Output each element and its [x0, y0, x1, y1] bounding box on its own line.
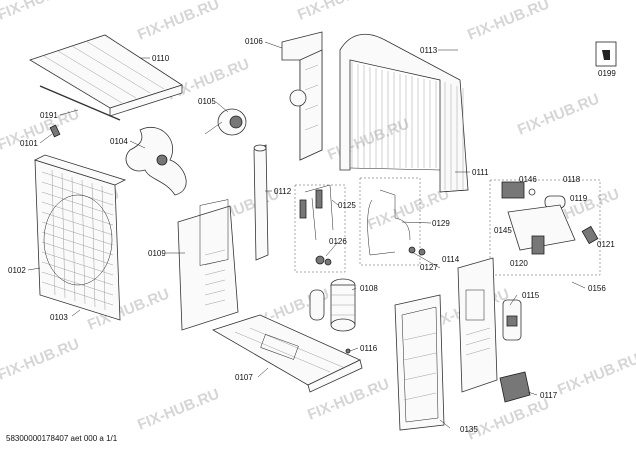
watermark: FIX-HUB.RU — [325, 115, 412, 163]
watermark: FIX-HUB.RU — [135, 0, 222, 44]
label-0115: 0115 — [522, 291, 540, 300]
label-0108: 0108 — [360, 284, 378, 293]
part-condenser-coil — [339, 33, 469, 193]
watermark: FIX-HUB.RU — [465, 0, 552, 44]
label-0126: 0126 — [329, 237, 347, 246]
part-motor-bracket — [281, 31, 323, 161]
label-0111: 0111 — [472, 168, 489, 177]
part-top-cover — [29, 34, 183, 117]
label-0125: 0125 — [338, 201, 356, 210]
label-0110: 0110 — [152, 54, 170, 63]
label-0118: 0118 — [563, 175, 581, 184]
label-0104: 0104 — [110, 137, 128, 146]
part-clip — [49, 124, 61, 138]
part-fan-blade — [125, 127, 187, 196]
part-pipe-group — [359, 177, 426, 266]
watermark: FIX-HUB.RU — [295, 0, 382, 24]
part-side-panel — [457, 257, 498, 393]
label-0103: 0103 — [50, 313, 68, 322]
label-0101: 0101 — [20, 139, 38, 148]
part-front-cover — [394, 294, 445, 431]
document-footer: 58300000178407 aet 000 a 1/1 — [6, 434, 118, 443]
label-0113: 0113 — [420, 46, 438, 55]
label-0102: 0102 — [8, 266, 26, 275]
part-pipe — [253, 144, 269, 261]
label-0156: 0156 — [588, 284, 606, 293]
watermark: FIX-HUB.RU — [0, 335, 82, 383]
label-0191: 0191 — [40, 111, 58, 120]
label-0107: 0107 — [235, 373, 253, 382]
label-0119: 0119 — [570, 194, 588, 203]
label-0109: 0109 — [148, 249, 166, 258]
label-0127: 0127 — [420, 263, 438, 272]
part-fan-motor — [204, 108, 247, 136]
label-0135: 0135 — [460, 425, 478, 434]
label-0105: 0105 — [198, 97, 216, 106]
part-electrical-group — [489, 179, 601, 276]
label-0114: 0114 — [442, 255, 460, 264]
part-compressor — [309, 278, 356, 332]
label-0112: 0112 — [274, 187, 292, 196]
label-0146: 0146 — [519, 175, 537, 184]
part-front-panel — [33, 154, 127, 321]
leader-lines — [27, 41, 586, 429]
part-handle — [499, 371, 531, 403]
label-0129: 0129 — [432, 219, 450, 228]
part-bolt — [345, 348, 351, 354]
part-base-tray — [212, 314, 363, 393]
part-rod — [39, 85, 121, 121]
document-icon — [595, 41, 617, 67]
label-0120: 0120 — [510, 259, 528, 268]
watermark: FIX-HUB.RU — [555, 350, 636, 398]
watermark: FIX-HUB.RU — [515, 90, 602, 138]
label-0116: 0116 — [360, 344, 378, 353]
label-0199: 0199 — [598, 69, 616, 78]
part-valve-assembly — [294, 184, 346, 273]
part-labels: 0110 0106 0113 0105 0191 0101 0104 0111 … — [8, 37, 616, 434]
label-0121: 0121 — [597, 240, 615, 249]
watermark: FIX-HUB.RU — [465, 395, 552, 443]
part-service-valve — [315, 255, 332, 266]
part-handle-cover — [502, 299, 522, 341]
watermark: FIX-HUB.RU — [0, 0, 82, 24]
label-0145: 0145 — [494, 226, 512, 235]
label-0117: 0117 — [540, 391, 558, 400]
part-partition — [177, 199, 239, 331]
label-0106: 0106 — [245, 37, 263, 46]
watermark: FIX-HUB.RU — [135, 385, 222, 433]
